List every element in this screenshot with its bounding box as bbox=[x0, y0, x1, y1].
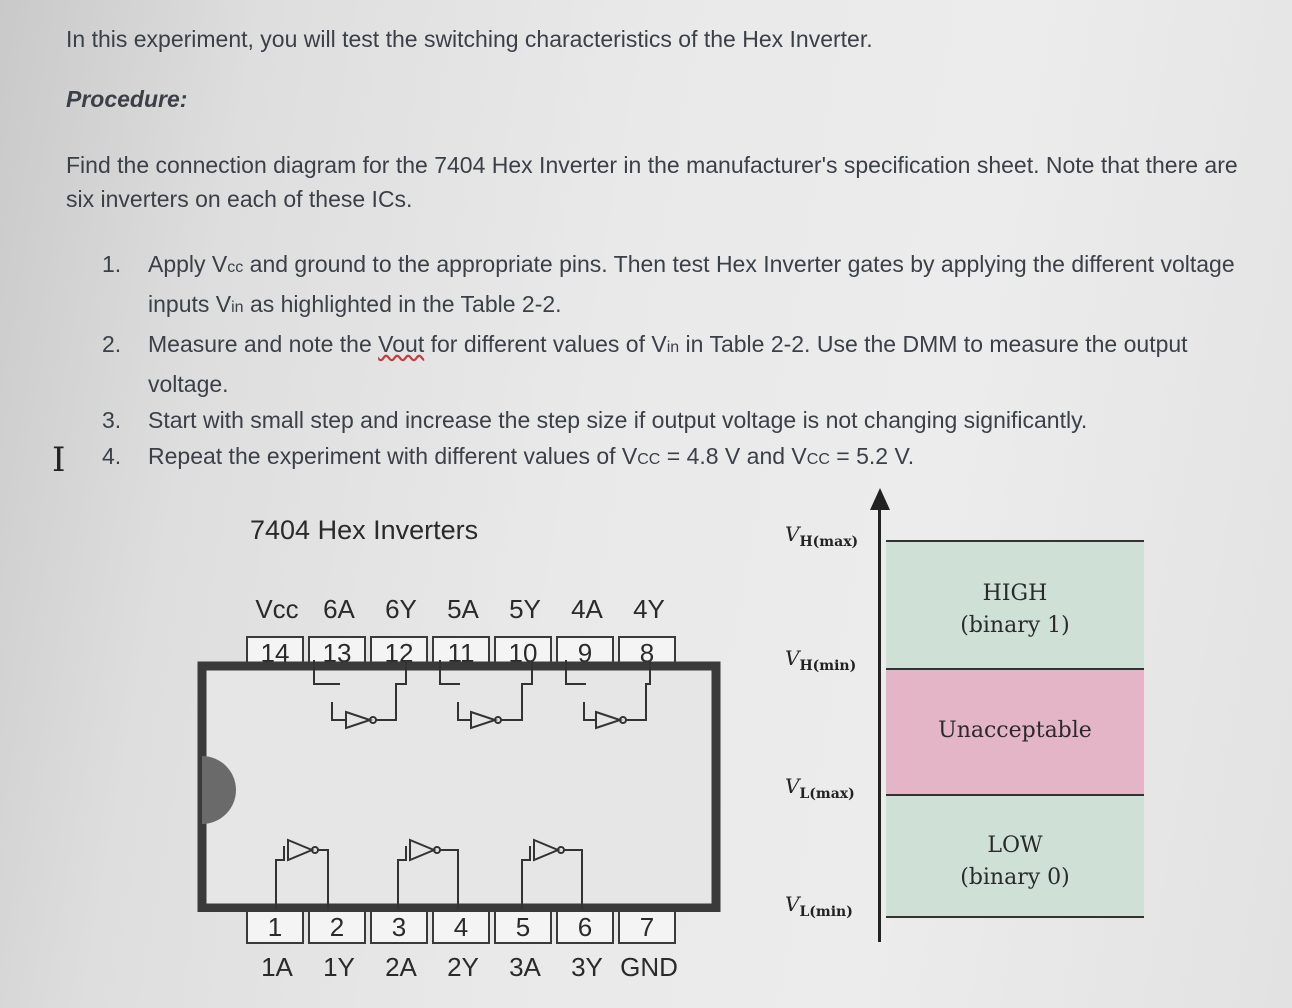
pin-label: 1Y bbox=[323, 952, 355, 982]
procedure-heading: Procedure: bbox=[66, 86, 188, 112]
procedure-steps: 1. Apply Vcc and ground to the appropria… bbox=[96, 246, 1271, 478]
vout-word: Vout bbox=[378, 331, 425, 357]
step-text: Repeat the experiment with different val… bbox=[148, 443, 638, 469]
inverter-top-6 bbox=[313, 660, 407, 730]
bottom-pins: 1 2 3 4 5 6 7 bbox=[246, 910, 676, 944]
zone-label: LOW bbox=[987, 833, 1043, 858]
step-text: in Table 2-2. Use the DMM to measure the… bbox=[148, 331, 1188, 397]
pin-label: 2A bbox=[385, 952, 417, 982]
bottom-pin-labels: 1A 1Y 2A 2Y 3A 3Y GND bbox=[246, 952, 680, 983]
step-2: 2. Measure and note the Vout for differe… bbox=[96, 326, 1271, 402]
ic-notch bbox=[202, 756, 236, 824]
zone-label: (binary 1) bbox=[960, 613, 1070, 638]
axis-arrow-icon bbox=[870, 488, 890, 510]
zone-label: (binary 0) bbox=[960, 865, 1070, 890]
pin-label: 6A bbox=[323, 594, 355, 624]
pin-2: 2 bbox=[308, 910, 366, 944]
vh-min-label: VH(min) bbox=[785, 646, 857, 674]
step-3: 3. Start with small step and increase th… bbox=[96, 402, 1271, 438]
pin-5: 5 bbox=[494, 910, 552, 944]
subscript: CC bbox=[806, 451, 830, 468]
unacceptable-zone: Unacceptable bbox=[886, 668, 1144, 794]
step-text: and ground to the appropriate pins. Then… bbox=[148, 251, 1235, 317]
step-number: 3. bbox=[102, 407, 122, 433]
step-text: as highlighted in the Table 2-2. bbox=[243, 291, 562, 317]
pin-label: 3Y bbox=[571, 952, 603, 982]
top-pin-labels: Vcc 6A 6Y 5A 5Y 4A 4Y bbox=[246, 594, 680, 625]
step-4: 4. Repeat the experiment with different … bbox=[96, 438, 1271, 478]
vl-max-label: VL(max) bbox=[785, 774, 855, 802]
pin-label: 2Y bbox=[447, 952, 479, 982]
pin-label: 4Y bbox=[633, 594, 665, 624]
pin-label: 6Y bbox=[385, 594, 417, 624]
step-text: = 5.2 V. bbox=[829, 443, 915, 469]
step-number: 4. bbox=[102, 443, 122, 469]
vh-max-label: VH(max) bbox=[785, 522, 859, 550]
step-text: = 4.8 V and V bbox=[660, 443, 807, 469]
subscript: in bbox=[666, 339, 680, 356]
ic-title: 7404 Hex Inverters bbox=[250, 515, 479, 545]
subscript: CC bbox=[637, 451, 661, 468]
high-zone: HIGH (binary 1) bbox=[886, 540, 1144, 668]
intro-text: In this experiment, you will test the sw… bbox=[66, 26, 873, 52]
pin-label: 3A bbox=[509, 952, 541, 982]
ic-body-diagram bbox=[197, 660, 721, 912]
step-text: for different values of V bbox=[424, 331, 667, 357]
text-cursor-icon: I bbox=[52, 440, 66, 480]
pin-3: 3 bbox=[370, 910, 428, 944]
step-number: 1. bbox=[102, 251, 122, 277]
pin-1: 1 bbox=[246, 910, 304, 944]
step-text: Apply V bbox=[148, 251, 228, 277]
step-number: 2. bbox=[102, 331, 122, 357]
voltage-axis bbox=[878, 500, 881, 942]
inverter-bottom-2 bbox=[397, 838, 459, 912]
zone-label: HIGH bbox=[982, 581, 1048, 606]
step-text: Measure and note the bbox=[148, 331, 379, 357]
pin-label: 5Y bbox=[509, 594, 541, 624]
find-paragraph: Find the connection diagram for the 7404… bbox=[66, 152, 1238, 212]
inverter-top-4 bbox=[565, 660, 651, 730]
step-1: 1. Apply Vcc and ground to the appropria… bbox=[96, 246, 1271, 326]
pin-7: 7 bbox=[618, 910, 676, 944]
low-zone: LOW (binary 0) bbox=[886, 794, 1144, 918]
pin-label: Vcc bbox=[255, 594, 299, 624]
vl-min-label: VL(min) bbox=[785, 892, 853, 920]
inverter-top-5 bbox=[439, 660, 533, 730]
subscript: in bbox=[231, 299, 244, 316]
pin-label: 5A bbox=[447, 594, 479, 624]
pin-6: 6 bbox=[556, 910, 614, 944]
inverter-bottom-1 bbox=[275, 838, 329, 912]
pin-4: 4 bbox=[432, 910, 490, 944]
inverter-bottom-3 bbox=[521, 838, 583, 912]
subscript: cc bbox=[227, 259, 244, 276]
step-text: Start with small step and increase the s… bbox=[148, 407, 1088, 433]
zone-label: Unacceptable bbox=[938, 718, 1092, 743]
pin-label: GND bbox=[620, 952, 678, 982]
pin-label: 4A bbox=[571, 594, 603, 624]
pin-label: 1A bbox=[261, 952, 293, 982]
